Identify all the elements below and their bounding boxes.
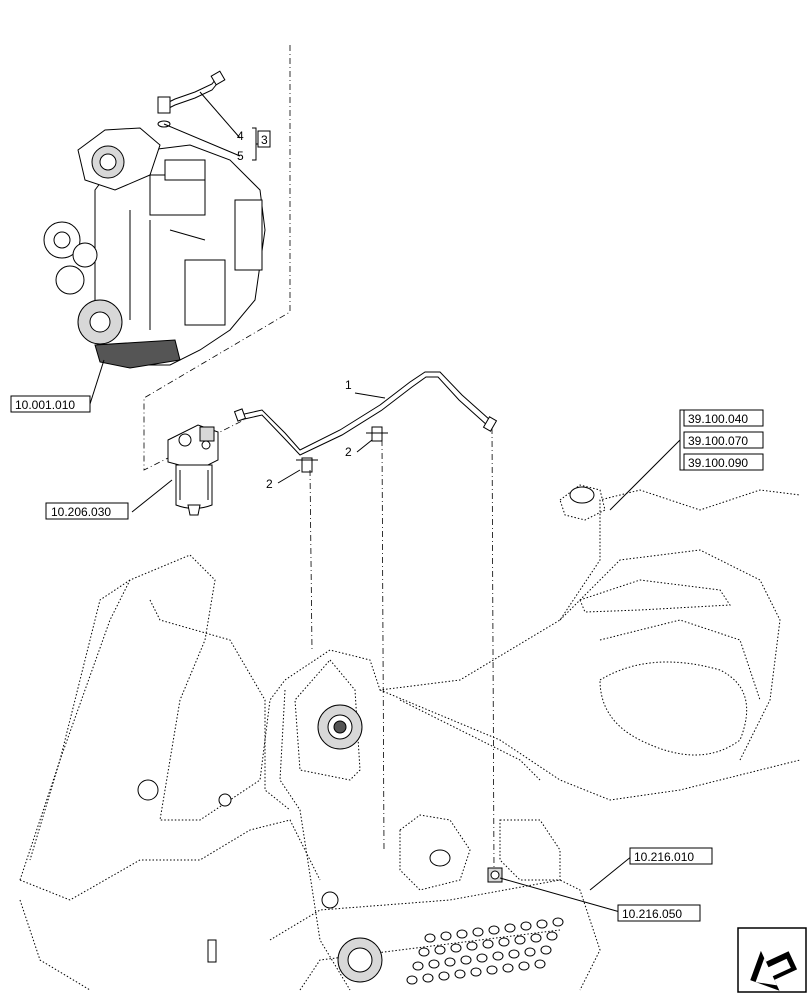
drop-line-a — [309, 469, 313, 651]
leader-1 — [354, 392, 386, 399]
tank-fitting-illustration — [487, 867, 503, 883]
callout-4: 4 — [237, 129, 244, 143]
leader-frame — [609, 439, 681, 511]
tread-dimple — [536, 919, 548, 929]
tread-dimple — [418, 947, 430, 957]
ref-frame-1: 39.100.040 — [688, 412, 748, 426]
clip-b — [366, 426, 388, 442]
callout-1: 1 — [345, 378, 352, 392]
engine-boundary — [143, 45, 291, 471]
tread-dimple — [504, 923, 516, 933]
tread-dimple — [444, 957, 456, 967]
leader-2b — [356, 439, 373, 453]
ref-engine: 10.001.010 — [15, 398, 75, 412]
tread-dimple — [428, 959, 440, 969]
ref-filter-box — [45, 502, 129, 520]
ref-frame-2-box — [683, 431, 764, 449]
clip-a — [296, 457, 318, 473]
tread-dimple — [456, 929, 468, 939]
tread-dimple — [534, 959, 546, 969]
tread-dimple — [552, 917, 564, 927]
front-arrow-icon — [737, 927, 807, 993]
callout-3: 3 — [261, 133, 268, 147]
tread-dimple — [422, 973, 434, 983]
tread-dimple — [498, 937, 510, 947]
tread-dimple — [486, 965, 498, 975]
ref-engine-box — [10, 395, 91, 413]
tread-dimple — [546, 931, 558, 941]
callout-3-box — [257, 130, 271, 148]
ref-tank-fitting: 10.216.050 — [622, 907, 682, 921]
tread-dimple — [434, 945, 446, 955]
tread-dimple — [492, 951, 504, 961]
drop-line-c — [491, 427, 495, 871]
tread-dimple — [530, 933, 542, 943]
machine-frame-illustration — [19, 484, 801, 991]
leader-tank — [589, 855, 633, 891]
ref-frame-bracket — [679, 409, 684, 471]
tread-dimple — [438, 971, 450, 981]
ref-frame-3-box — [683, 453, 764, 471]
ref-tank-box — [629, 847, 713, 865]
tread-dimple — [508, 949, 520, 959]
tread-dimple — [440, 931, 452, 941]
engine-fitting — [157, 70, 226, 128]
tread-dimple — [406, 975, 418, 985]
tread-dimple — [482, 939, 494, 949]
tread-dimple — [450, 943, 462, 953]
tread-dimple — [540, 945, 552, 955]
leader-tank-fitting — [499, 877, 621, 913]
tread-dimple — [454, 969, 466, 979]
drop-line-b — [381, 439, 385, 851]
tread-dimple — [502, 963, 514, 973]
tread-dimple — [488, 925, 500, 935]
fuel-filter-illustration — [167, 424, 219, 516]
tread-dimple — [424, 933, 436, 943]
tread-dimple — [470, 967, 482, 977]
tread-dimple — [514, 935, 526, 945]
tread-dimple — [524, 947, 536, 957]
tread-dimple — [460, 955, 472, 965]
tread-dimple — [412, 961, 424, 971]
callout-2b: 2 — [345, 445, 352, 459]
tread-dimple — [472, 927, 484, 937]
callout-2a: 2 — [266, 477, 273, 491]
step-tread — [406, 917, 564, 985]
callout-5: 5 — [237, 149, 244, 163]
fuel-tube — [233, 371, 498, 456]
engine-illustration — [43, 127, 266, 369]
ref-tank-fitting-box — [617, 904, 701, 922]
ref-frame-1-box — [683, 409, 764, 427]
ref-frame-2: 39.100.070 — [688, 434, 748, 448]
tread-dimple — [466, 941, 478, 951]
leader-filter — [131, 479, 173, 513]
ref-filter: 10.206.030 — [51, 505, 111, 519]
tread-dimple — [520, 921, 532, 931]
leader-5 — [163, 123, 241, 157]
leader-4 — [199, 91, 241, 139]
leader-engine — [89, 359, 105, 405]
bracket-3 — [252, 127, 258, 161]
leader-2a — [277, 469, 301, 484]
ref-frame-3: 39.100.090 — [688, 456, 748, 470]
tread-dimple — [518, 961, 530, 971]
tread-dimple — [476, 953, 488, 963]
ref-tank: 10.216.010 — [634, 850, 694, 864]
